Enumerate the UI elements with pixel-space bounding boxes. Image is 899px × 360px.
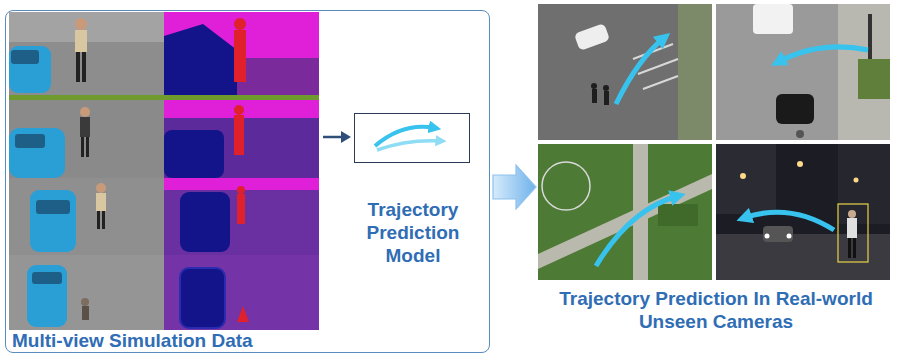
illustration-shape <box>9 46 51 93</box>
model-icon <box>375 127 441 150</box>
text-holder: Multi-view Simulation Data <box>12 329 253 352</box>
illustration-shape <box>164 255 319 330</box>
illustration-shape <box>787 234 792 239</box>
text-holder: Trajectory Prediction Model <box>348 198 478 267</box>
illustration-shape <box>96 183 106 193</box>
illustration-shape <box>838 4 890 140</box>
illustration-shape <box>854 178 859 183</box>
illustration-shape <box>848 238 851 258</box>
illustration-shape <box>868 14 872 59</box>
illustration-shape <box>75 30 87 52</box>
illustration-shape <box>744 212 834 230</box>
panel-caption: Trajectory Prediction In Real-world Unse… <box>556 287 876 333</box>
simulation-images <box>9 12 319 330</box>
illustration-shape <box>80 117 90 137</box>
illustration-shape <box>591 83 597 89</box>
illustration-shape <box>796 130 804 138</box>
illustration-shape <box>234 105 244 115</box>
illustration-shape <box>538 4 712 140</box>
illustration-shape <box>616 38 664 104</box>
illustration-shape <box>180 268 225 328</box>
illustration-shape <box>9 100 164 178</box>
illustration-shape <box>574 23 610 51</box>
illustration-shape <box>858 59 890 99</box>
illustration-shape <box>237 306 249 322</box>
illustration-shape <box>9 255 164 330</box>
illustration-shape <box>538 144 712 280</box>
illustration-shape <box>234 30 246 82</box>
illustration-shape <box>237 194 245 224</box>
illustration-shape <box>164 12 319 97</box>
illustration-shape <box>542 162 590 210</box>
illustration-shape <box>164 178 319 255</box>
simulation-panel: Multi-view Simulation Data Trajectory Pre… <box>5 10 490 353</box>
illustration-shape <box>848 210 856 218</box>
illustration-shape <box>341 131 351 143</box>
illustration-shape <box>538 174 712 269</box>
real-world-photos <box>538 4 890 280</box>
illustration-shape <box>678 4 712 140</box>
illustration-shape <box>180 192 230 252</box>
panel-caption: Multi-view Simulation Data <box>12 329 253 352</box>
illustration-shape <box>776 94 814 124</box>
illustration-shape <box>753 4 793 34</box>
illustration-shape <box>96 193 106 211</box>
illustration-shape <box>32 272 62 284</box>
illustration-shape <box>234 18 246 30</box>
illustration-shape <box>716 144 776 214</box>
illustration-shape <box>237 186 245 194</box>
illustration-shape <box>847 218 857 238</box>
illustration-shape <box>765 234 770 239</box>
illustration-shape <box>164 24 237 97</box>
illustration-shape <box>97 211 100 229</box>
illustration-shape <box>82 52 86 82</box>
illustration-shape <box>9 95 319 100</box>
illustration-shape <box>30 190 76 252</box>
illustration-shape <box>164 100 319 178</box>
illustration-shape <box>36 200 70 214</box>
illustration-shape <box>838 144 890 224</box>
illustration-shape <box>716 234 890 280</box>
illustration-shape <box>323 136 343 139</box>
illustration-shape <box>76 52 80 82</box>
illustration-shape <box>9 12 164 97</box>
illustration-shape <box>86 137 89 157</box>
illustration-shape <box>15 134 45 148</box>
model-label: Trajectory Prediction Model <box>348 198 478 267</box>
illustration-shape <box>9 128 65 178</box>
illustration-shape <box>81 137 84 157</box>
illustration-shape <box>11 50 39 64</box>
model-box: Trajectory Prediction Model <box>354 113 470 163</box>
illustration-shape <box>377 141 441 150</box>
illustration-shape <box>80 107 90 117</box>
illustration-shape <box>740 173 746 179</box>
illustration-shape <box>716 4 890 140</box>
illustration-shape <box>164 130 224 178</box>
illustration-shape <box>102 211 105 229</box>
illustration-shape <box>716 144 890 280</box>
illustration-shape <box>9 178 164 255</box>
illustration-shape <box>838 204 868 262</box>
illustration-shape <box>658 204 698 226</box>
illustration-shape <box>27 265 67 327</box>
illustration-shape <box>81 298 89 306</box>
illustration-shape <box>778 47 868 62</box>
block-arrow <box>493 165 536 209</box>
illustration-shape <box>763 226 793 242</box>
illustration-shape <box>234 115 244 155</box>
illustration-shape <box>643 76 678 89</box>
illustration-shape <box>82 306 89 320</box>
illustration-shape <box>596 196 678 266</box>
illustration-shape <box>75 18 87 30</box>
text-holder: Trajectory Prediction In Real-world Unse… <box>538 287 894 333</box>
illustration-shape <box>604 91 609 105</box>
illustration-shape <box>592 89 597 103</box>
illustration-shape <box>603 85 609 91</box>
illustration-shape <box>797 161 803 167</box>
illustration-shape <box>853 238 856 258</box>
real-world-panel: Trajectory Prediction In Real-world Unse… <box>538 4 894 335</box>
